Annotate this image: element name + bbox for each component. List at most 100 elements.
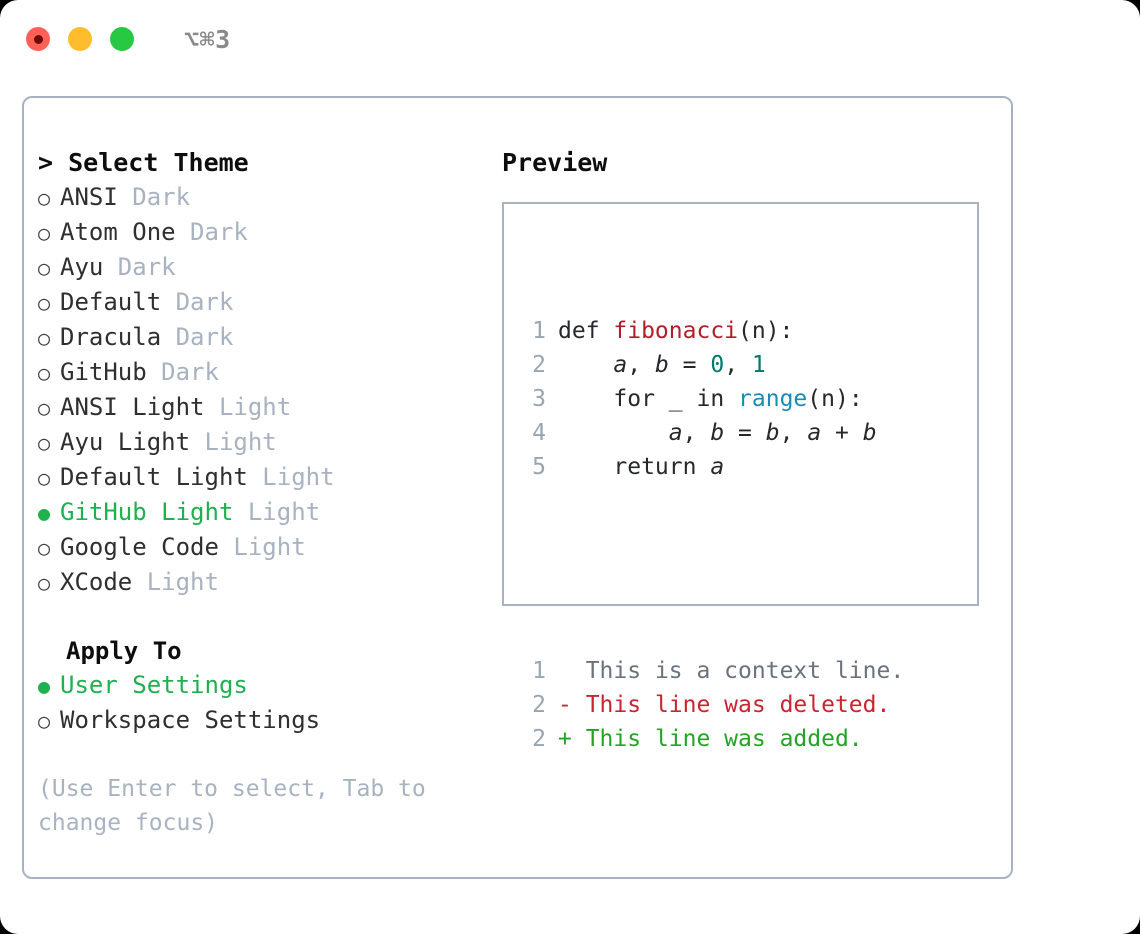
code-token: b <box>654 352 669 378</box>
theme-option-tag: Light <box>132 568 219 596</box>
theme-list[interactable]: ○ANSI Dark○Atom One Dark○Ayu Dark○Defaul… <box>38 180 488 600</box>
code-token <box>558 348 613 382</box>
radio-unselected-icon: ○ <box>38 396 51 420</box>
recording-indicator-icon <box>33 34 43 44</box>
code-token: , <box>724 352 752 378</box>
line-number: 4 <box>532 420 546 446</box>
code-token: b <box>765 420 780 446</box>
theme-option-ayu[interactable]: ○ Ayu Dark <box>38 250 488 285</box>
code-token: (n): <box>807 386 863 412</box>
code-token: fibonacci <box>613 318 739 344</box>
theme-option-ayu-light[interactable]: ○Ayu Light Light <box>38 425 488 460</box>
code-token: 0 <box>710 352 725 378</box>
code-token: range <box>738 386 808 412</box>
minimize-button[interactable] <box>68 27 92 51</box>
apply-to-list[interactable]: ● User Settings ○Workspace Settings <box>38 668 488 738</box>
line-number: 2 <box>532 726 546 752</box>
theme-option-google-code[interactable]: ○Google Code Light <box>38 530 488 565</box>
line-number: 5 <box>532 454 546 480</box>
theme-option-label: ANSI Light <box>60 393 205 421</box>
theme-option-tag: Dark <box>161 323 234 351</box>
theme-option-label: Ayu Light <box>60 428 191 456</box>
theme-selector-column: > Select Theme ○ANSI Dark○Atom One Dark○… <box>38 146 488 840</box>
theme-option-label: Google Code <box>60 533 219 561</box>
theme-option-label: Ayu <box>60 253 104 281</box>
radio-unselected-icon: ○ <box>38 571 51 595</box>
theme-option-label: Default <box>60 288 162 316</box>
code-token: a <box>668 420 683 446</box>
theme-option-ansi-light[interactable]: ○ ANSI Light Light <box>38 390 488 425</box>
theme-option-xcode[interactable]: ○ XCode Light <box>38 565 488 600</box>
theme-option-tag: Dark <box>161 288 234 316</box>
radio-unselected-icon: ○ <box>38 291 51 315</box>
code-line: 2 a, b = 0, 1 <box>524 348 977 382</box>
radio-unselected-icon: ○ <box>38 186 51 210</box>
code-token <box>558 416 669 450</box>
code-token: in <box>682 386 739 412</box>
diff-text: This line was added. <box>585 726 863 752</box>
theme-option-label: Default Light <box>60 463 248 491</box>
diff-text: This line was deleted. <box>585 692 891 718</box>
code-token: for <box>558 386 669 412</box>
theme-option-label: GitHub Light <box>60 498 234 526</box>
radio-unselected-icon: ○ <box>38 221 51 245</box>
line-number: 1 <box>532 318 546 344</box>
line-number: 2 <box>532 352 546 378</box>
radio-selected-icon: ● <box>38 674 51 698</box>
code-token: , <box>627 352 655 378</box>
close-button[interactable] <box>26 27 50 51</box>
spacer <box>38 600 488 634</box>
code-token: , <box>779 420 808 446</box>
radio-selected-icon: ● <box>38 501 51 525</box>
radio-unselected-icon: ○ <box>38 536 51 560</box>
radio-unselected-icon: ○ <box>38 709 51 733</box>
radio-unselected-icon: ○ <box>38 361 51 385</box>
theme-option-default[interactable]: ○ Default Dark <box>38 285 488 320</box>
code-token: 1 <box>751 352 766 378</box>
theme-option-github[interactable]: ○ GitHub Dark <box>38 355 488 390</box>
line-number: 2 <box>532 692 546 718</box>
theme-option-dracula[interactable]: ○Dracula Dark <box>38 320 488 355</box>
theme-option-default-light[interactable]: ○ Default Light Light <box>38 460 488 495</box>
apply-to-heading: Apply To <box>66 637 182 665</box>
radio-unselected-icon: ○ <box>38 256 51 280</box>
code-token: a <box>807 420 822 446</box>
apply-to-option-label: User Settings <box>60 671 248 699</box>
diff-marker <box>558 654 586 688</box>
preview-heading: Preview <box>502 148 608 177</box>
radio-unselected-icon: ○ <box>38 466 51 490</box>
theme-option-tag: Dark <box>146 358 219 386</box>
apply-to-option-workspace-settings[interactable]: ○Workspace Settings <box>38 703 488 738</box>
code-line: 4 a, b = b, a + b <box>524 416 977 450</box>
theme-option-github-light[interactable]: ● GitHub Light Light <box>38 495 488 530</box>
theme-option-tag: Light <box>247 463 335 491</box>
theme-option-tag: Dark <box>103 253 176 281</box>
code-token: , <box>682 420 711 446</box>
radio-unselected-icon: ○ <box>38 431 51 455</box>
zoom-button[interactable] <box>110 27 134 51</box>
apply-to-option-user-settings[interactable]: ● User Settings <box>38 668 488 703</box>
diff-line-del: 2- This line was deleted. <box>524 688 977 722</box>
diff-text: This is a context line. <box>585 658 905 684</box>
theme-option-tag: Dark <box>117 183 191 211</box>
code-token: = <box>724 420 766 446</box>
theme-option-tag: Light <box>204 393 292 421</box>
code-token: = <box>668 352 711 378</box>
window-controls <box>26 27 134 51</box>
theme-option-tag: Light <box>233 498 321 526</box>
radio-unselected-icon: ○ <box>38 326 51 350</box>
theme-option-tag: Dark <box>175 218 248 246</box>
diff-marker: + <box>558 726 586 752</box>
theme-option-label: GitHub <box>60 358 147 386</box>
code-token: (n): <box>738 318 794 344</box>
theme-option-ansi[interactable]: ○ANSI Dark <box>38 180 488 215</box>
diff-line-add: 2 + This line was added. <box>524 722 977 756</box>
code-token: a <box>613 352 628 378</box>
theme-option-label: XCode <box>60 568 133 596</box>
theme-option-atom-one[interactable]: ○Atom One Dark <box>38 215 488 250</box>
